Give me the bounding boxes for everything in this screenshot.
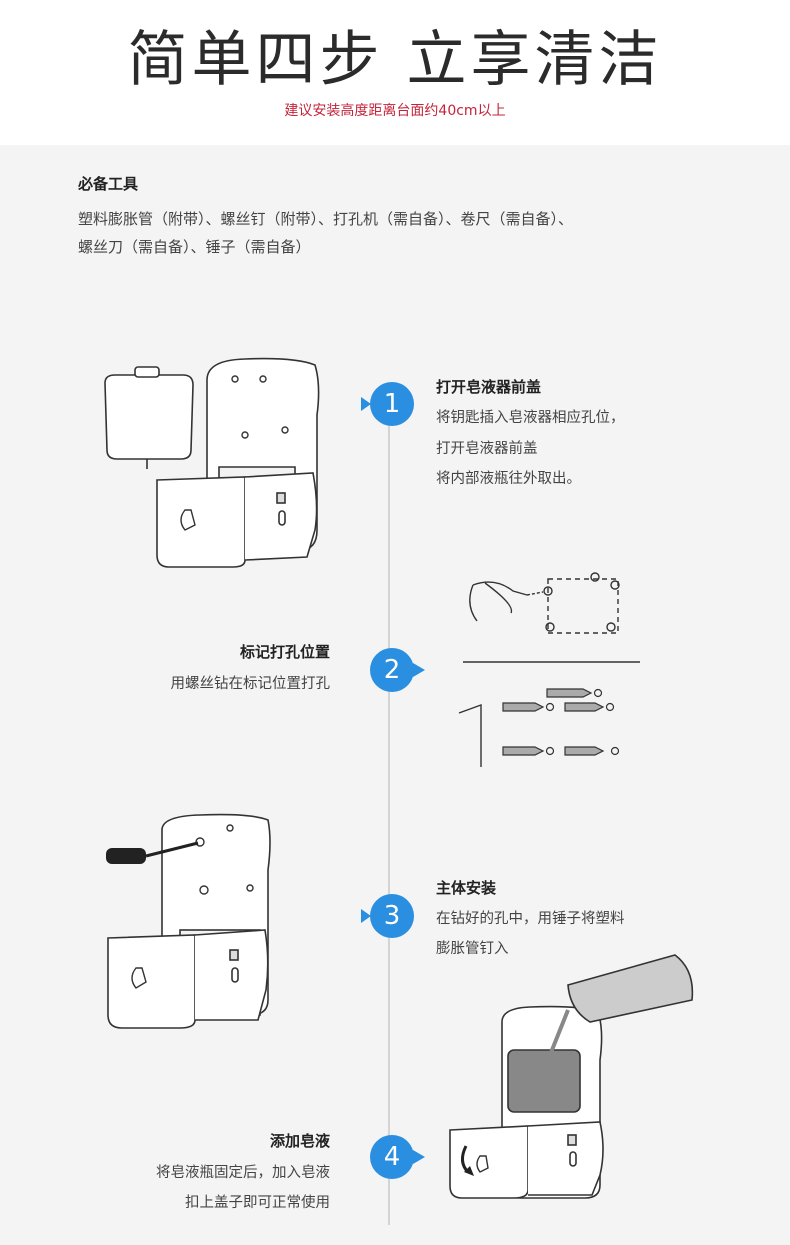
step-4-number: 4: [383, 1142, 401, 1172]
tools-list-line-1: 塑料膨胀管（附带）、螺丝钉（附带）、打孔机（需自备）、卷尺（需自备）、: [78, 210, 574, 228]
step-4-badge: 4: [369, 1134, 425, 1180]
drill-mark-illustration: [458, 572, 640, 767]
step-1-line-1: 将钥匙插入皂液器相应孔位，: [436, 410, 625, 426]
step-1-line-3: 将内部液瓶往外取出。: [436, 471, 581, 487]
step-4-line-2: 扣上盖子即可正常使用: [185, 1195, 330, 1211]
tools-heading: 必备工具: [78, 175, 139, 193]
timeline-line: [388, 390, 390, 1225]
step-3-heading: 主体安装: [436, 879, 497, 897]
step-2-badge: 2: [369, 647, 425, 693]
step-3-number: 3: [383, 901, 401, 931]
step-3-line-1: 在钻好的孔中，用锤子将塑料: [436, 911, 625, 927]
step-2-number: 2: [383, 655, 401, 685]
step-1-heading: 打开皂液器前盖: [436, 378, 542, 396]
step-1-line-2: 打开皂液器前盖: [436, 441, 538, 457]
add-soap-illustration: [449, 954, 694, 1199]
install-body-illustration: [106, 813, 271, 1029]
install-height-note: 建议安装高度距离台面约40cm以上: [284, 103, 506, 119]
step-4-heading: 添加皂液: [269, 1132, 330, 1150]
step-2-heading: 标记打孔位置: [239, 643, 330, 661]
step-1-badge: 1: [361, 381, 415, 427]
dispenser-open-illustration: [104, 357, 320, 568]
header-banner: 简单四步 立享清洁 建议安装高度距离台面约40cm以上: [0, 0, 790, 145]
step-4-line-1: 将皂液瓶固定后，加入皂液: [156, 1165, 330, 1181]
step-1-number: 1: [383, 389, 401, 419]
tools-list-line-2: 螺丝刀（需自备）、锤子（需自备）: [78, 238, 311, 256]
step-3-badge: 3: [361, 893, 415, 939]
step-3-line-2: 膨胀管钉入: [436, 941, 509, 957]
page-title: 简单四步 立享清洁: [127, 25, 663, 95]
step-2-line-1: 用螺丝钻在标记位置打孔: [170, 676, 331, 692]
